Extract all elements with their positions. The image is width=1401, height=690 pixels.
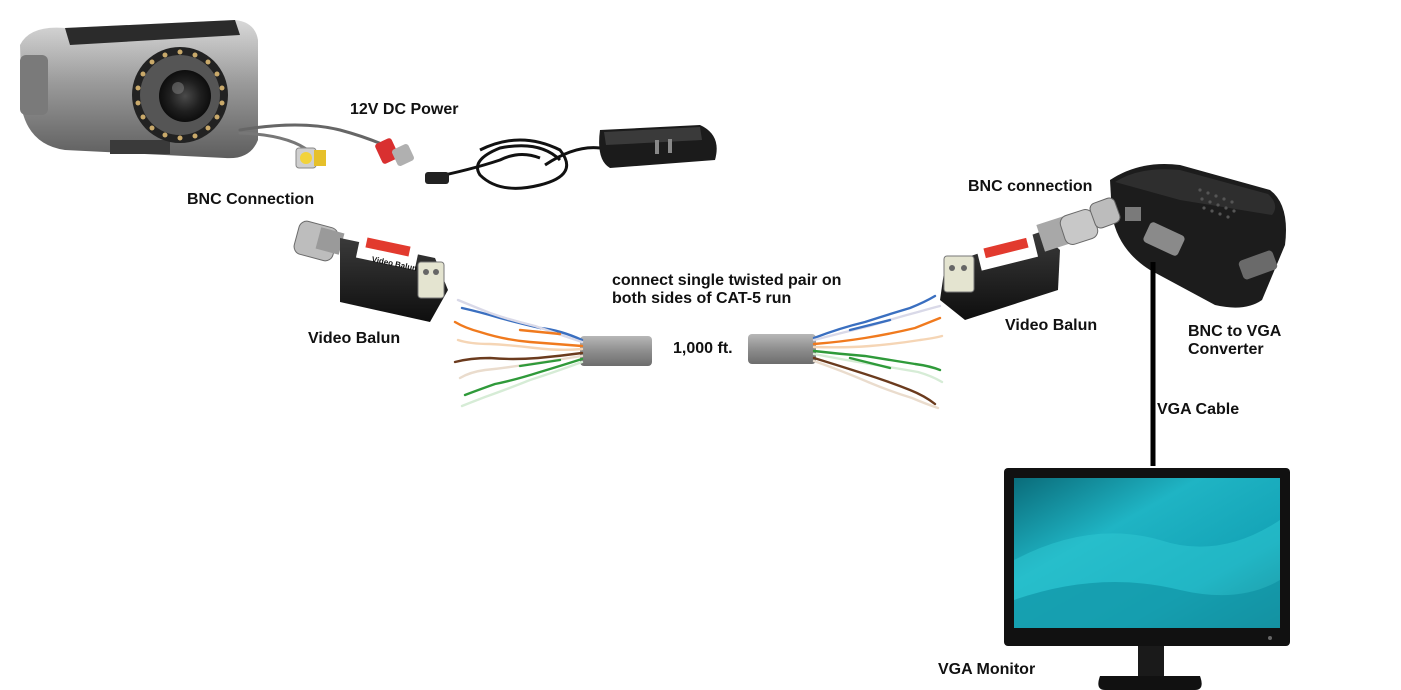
video-balun-left-icon: Video Balun <box>293 220 448 322</box>
label-distance: 1,000 ft. <box>673 340 733 357</box>
label-video-balun-left: Video Balun <box>308 330 401 347</box>
label-bnc-connection-right: BNC connection <box>968 178 1093 195</box>
dc-power-jack-icon <box>375 138 414 166</box>
label-converter-line2: Converter <box>1188 341 1264 358</box>
label-twisted-pair-line2: both sides of CAT-5 run <box>612 290 792 307</box>
label-vga-monitor: VGA Monitor <box>938 661 1036 678</box>
bnc-rca-yellow-connector-icon <box>295 147 326 169</box>
label-converter-line1: BNC to VGA <box>1188 323 1282 340</box>
video-balun-right-icon <box>940 209 1099 320</box>
cat5-cable-right-icon <box>748 294 944 410</box>
label-vga-cable: VGA Cable <box>1157 401 1240 418</box>
label-twisted-pair-line1: connect single twisted pair on <box>612 272 842 289</box>
bullet-camera-icon <box>20 20 258 159</box>
vga-monitor-icon <box>1004 468 1290 690</box>
label-video-balun-right: Video Balun <box>1005 317 1098 334</box>
label-12v-dc-power: 12V DC Power <box>350 101 459 118</box>
camera-pigtail-cable <box>238 123 397 154</box>
cat5-cable-left-icon <box>453 298 652 408</box>
label-bnc-connection-left: BNC Connection <box>187 191 315 208</box>
bnc-to-vga-converter-icon <box>1089 164 1286 308</box>
power-adapter-icon <box>425 125 717 190</box>
